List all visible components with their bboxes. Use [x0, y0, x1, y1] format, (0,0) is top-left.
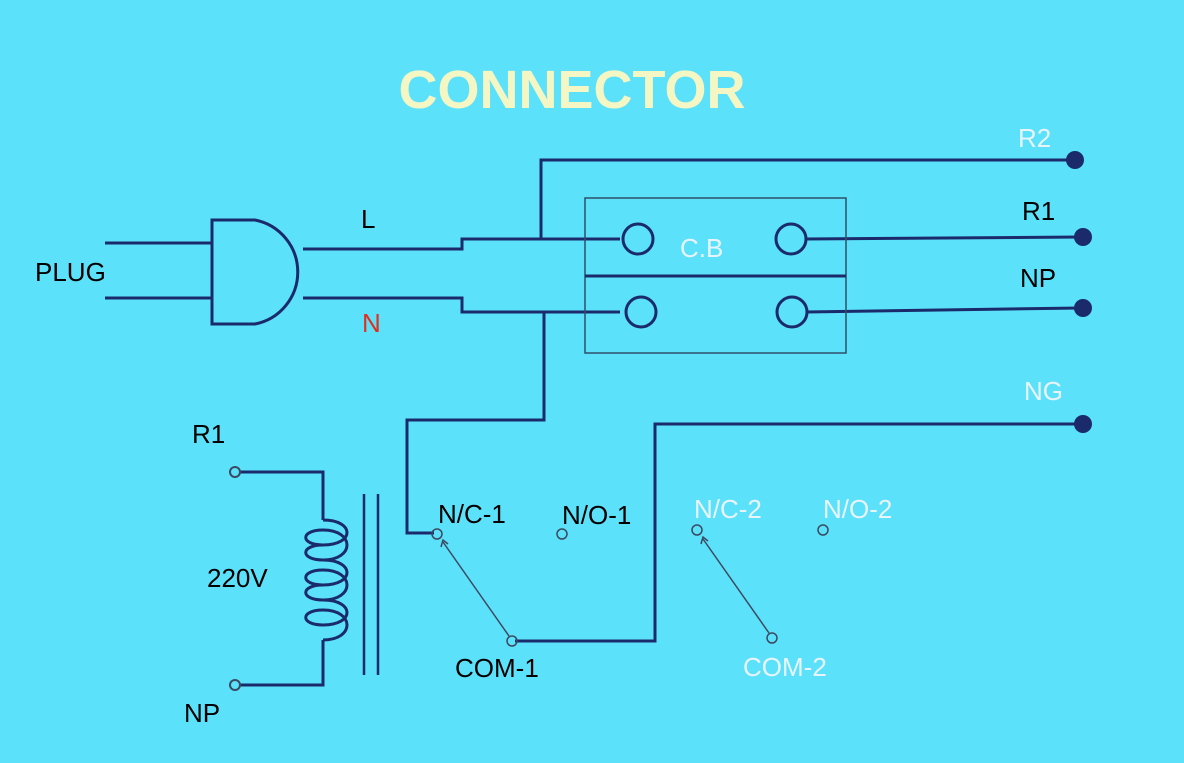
contact-com2: [766, 632, 778, 644]
label-line: L: [361, 204, 375, 234]
circuit-breaker: [584, 197, 847, 354]
switch-arrow-1: [440, 538, 449, 548]
terminal-r1: [1074, 228, 1092, 246]
relay-coil: [229, 466, 380, 691]
wire-com1-to-ng: [515, 422, 1080, 643]
label-ng: NG: [1024, 376, 1063, 406]
cb-terminal-n-out: [775, 295, 809, 329]
contact-com1: [506, 635, 518, 647]
wire-coil-bottom: [240, 640, 325, 687]
output-terminals: [1066, 151, 1092, 433]
relay-contacts: [431, 524, 829, 647]
wire-r1-out: [805, 235, 1081, 241]
plug-body: [210, 218, 300, 326]
coil-terminal-np: [229, 679, 241, 691]
label-np-coil: NP: [184, 698, 220, 728]
cb-terminal-l-out: [774, 222, 808, 256]
label-r1-out: R1: [1022, 196, 1055, 226]
label-no2: N/O-2: [823, 494, 892, 524]
label-voltage: 220V: [207, 563, 268, 593]
switch-arm-2: [702, 538, 770, 634]
label-neutral: N: [362, 308, 381, 338]
wire-neutral-to-nc1: [405, 312, 546, 535]
label-r1-coil: R1: [192, 419, 225, 449]
label-com2: COM-2: [743, 652, 827, 682]
diagram-title: CONNECTOR: [398, 60, 745, 120]
wire-neutral-n: [303, 296, 620, 314]
switch-arrow-2: [700, 535, 709, 545]
label-plug: PLUG: [35, 257, 106, 287]
label-r2: R2: [1018, 123, 1051, 153]
terminal-r2: [1066, 151, 1084, 169]
label-cb: C.B: [680, 233, 723, 263]
plug-symbol: [105, 218, 300, 326]
label-nc1: N/C-1: [438, 499, 506, 529]
switch-arm-1: [442, 541, 510, 637]
wire-line-l: [303, 237, 620, 251]
label-no1: N/O-1: [562, 500, 631, 530]
terminal-np: [1074, 299, 1092, 317]
contact-nc2: [691, 524, 703, 536]
wires: [240, 158, 1081, 687]
contact-nc1: [431, 528, 443, 540]
label-com1: COM-1: [455, 653, 539, 683]
terminal-ng: [1074, 415, 1092, 433]
cb-terminal-l-in: [621, 222, 655, 256]
wire-np-out: [805, 306, 1081, 314]
cb-terminal-n-in: [624, 295, 658, 329]
label-nc2: N/C-2: [694, 494, 762, 524]
wire-r2: [539, 158, 1072, 239]
coil-winding: [304, 518, 349, 642]
coil-terminal-r1: [229, 466, 241, 478]
label-np-out: NP: [1020, 263, 1056, 293]
wire-coil-top: [240, 470, 325, 520]
contact-no1: [556, 528, 568, 540]
contact-no2: [817, 524, 829, 536]
